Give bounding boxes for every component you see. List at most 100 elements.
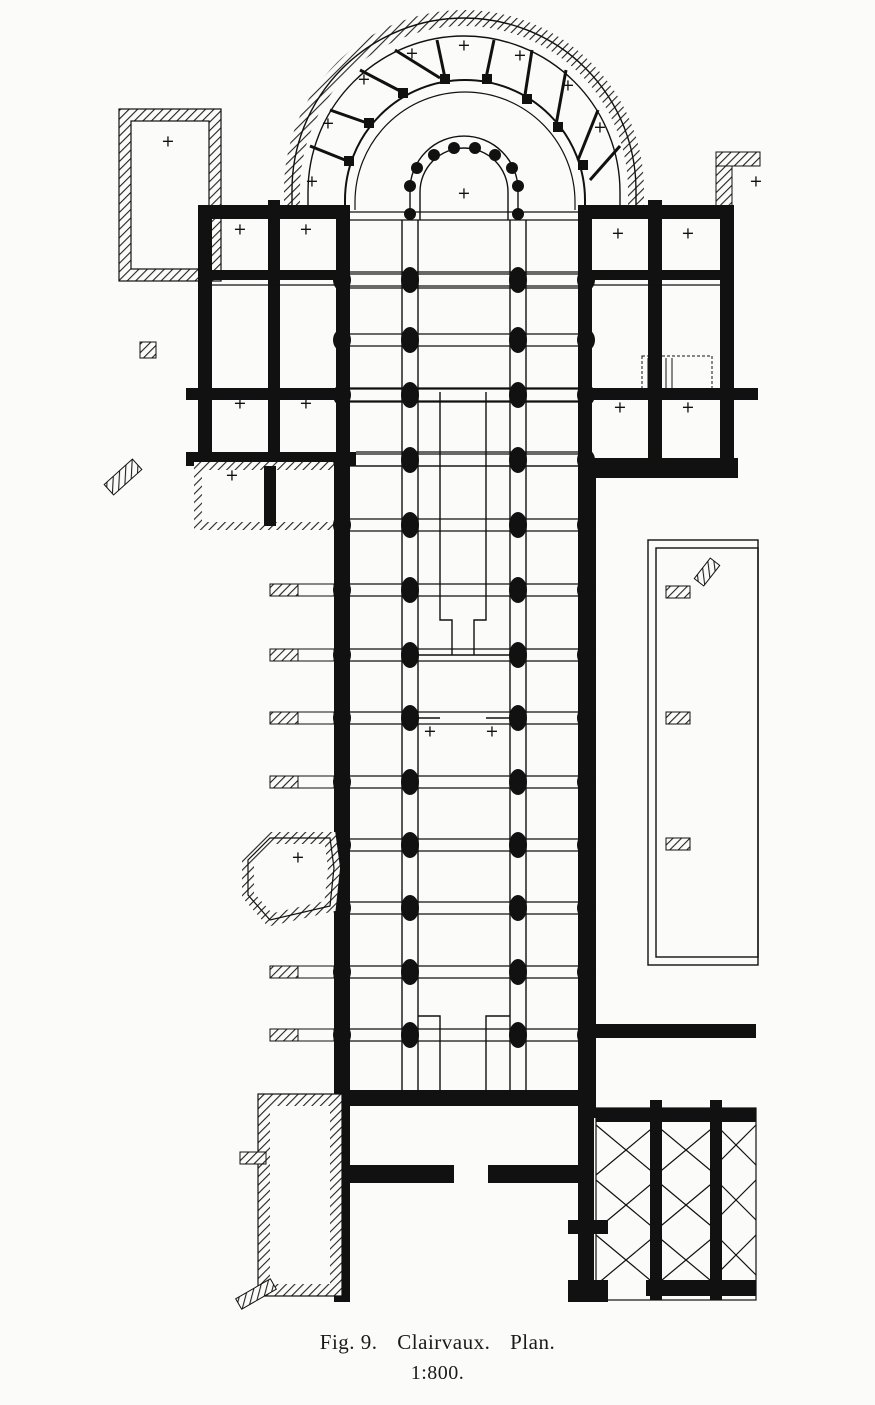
- pier: [401, 327, 419, 353]
- wall-respond: [577, 961, 595, 983]
- altar-mark: +: [299, 220, 312, 239]
- wall-respond: [577, 707, 595, 729]
- altar-mark: +: [161, 132, 174, 151]
- wall-respond: [333, 707, 351, 729]
- buttress: [269, 583, 299, 597]
- wall-respond: [577, 449, 595, 471]
- altar-mark: +: [357, 70, 370, 89]
- pier: [509, 895, 527, 921]
- figure-site: Clairvaux.: [397, 1330, 491, 1354]
- altar-marks: + + + + + + + + + + + + + + + + + + + + + + +: [161, 36, 762, 867]
- pier: [401, 382, 419, 408]
- pier: [401, 1022, 419, 1048]
- buttresses: [269, 583, 335, 1042]
- wall-respond: [333, 514, 351, 536]
- wall-respond: [577, 834, 595, 856]
- wall-respond: [333, 644, 351, 666]
- pier: [401, 895, 419, 921]
- altar-mark: +: [423, 722, 436, 741]
- altar-mark: +: [225, 466, 238, 485]
- pier: [509, 382, 527, 408]
- wall-respond: [333, 269, 351, 291]
- pier: [401, 832, 419, 858]
- altar-mark: +: [321, 114, 334, 133]
- altar-mark: +: [561, 76, 574, 95]
- pier: [401, 769, 419, 795]
- pier: [509, 512, 527, 538]
- wall-respond: [577, 514, 595, 536]
- pier: [509, 642, 527, 668]
- altar-mark: +: [613, 398, 626, 417]
- wall-respond: [333, 384, 351, 406]
- wall-respond: [577, 269, 595, 291]
- transept-walls: [186, 200, 758, 478]
- wall-respond: [577, 771, 595, 793]
- wall-respond: [577, 579, 595, 601]
- wall-respond: [577, 1024, 595, 1046]
- wall-respond: [577, 329, 595, 351]
- pier: [509, 577, 527, 603]
- choir-screen: [418, 392, 510, 1090]
- altar-mark: +: [305, 172, 318, 191]
- buttress: [269, 711, 299, 725]
- figure-number: Fig. 9.: [319, 1330, 378, 1354]
- wall-respond: [333, 771, 351, 793]
- octagon-chapel: [242, 832, 341, 927]
- pier: [401, 959, 419, 985]
- wall-respond: [333, 897, 351, 919]
- pier: [509, 1022, 527, 1048]
- altar-mark: +: [233, 220, 246, 239]
- pier: [509, 447, 527, 473]
- buttress: [269, 965, 299, 979]
- figure-type: Plan.: [510, 1330, 556, 1354]
- altar-mark: +: [485, 722, 498, 741]
- wall-respond: [333, 329, 351, 351]
- pier: [401, 577, 419, 603]
- floor-plan: + + + + + + + + + + + + + + + + + + + + + + +: [103, 10, 763, 1310]
- buttress: [269, 775, 299, 789]
- corner-chapel: [194, 462, 342, 530]
- wall-respond: [333, 1024, 351, 1046]
- wall-respond: [577, 897, 595, 919]
- north-annex: [103, 108, 222, 496]
- pier: [509, 327, 527, 353]
- vaulted-hall: [568, 1100, 757, 1302]
- wall-respond: [333, 579, 351, 601]
- south-annex-fragment: [715, 151, 761, 213]
- pier: [401, 447, 419, 473]
- pier: [509, 705, 527, 731]
- altar-mark: +: [405, 44, 418, 63]
- pier: [509, 769, 527, 795]
- altar-mark: +: [749, 172, 762, 191]
- wall-respond: [333, 449, 351, 471]
- altar-mark: +: [611, 224, 624, 243]
- altar-mark: +: [513, 46, 526, 65]
- pier: [401, 512, 419, 538]
- altar-mark: +: [457, 36, 470, 55]
- pier: [401, 642, 419, 668]
- cloister: [596, 539, 759, 1038]
- pier: [509, 832, 527, 858]
- altar-mark: +: [457, 184, 470, 203]
- nave-walls: [334, 452, 596, 1302]
- figure-caption: Fig. 9. Clairvaux. Plan.: [0, 1330, 875, 1355]
- pier: [401, 267, 419, 293]
- wall-respond: [333, 961, 351, 983]
- buttress: [269, 1028, 299, 1042]
- altar-mark: +: [681, 398, 694, 417]
- figure-scale: 1:800.: [410, 1362, 465, 1384]
- west-porch: [234, 1093, 343, 1310]
- stair: [641, 355, 713, 391]
- pier: [509, 267, 527, 293]
- altar-mark: +: [593, 118, 606, 137]
- wall-respond: [577, 384, 595, 406]
- altar-mark: +: [299, 394, 312, 413]
- pier: [401, 705, 419, 731]
- altar-mark: +: [291, 848, 304, 867]
- buttress: [269, 648, 299, 662]
- apse: [284, 10, 644, 220]
- altar-mark: +: [681, 224, 694, 243]
- altar-mark: +: [233, 394, 246, 413]
- wall-respond: [577, 644, 595, 666]
- pier: [509, 959, 527, 985]
